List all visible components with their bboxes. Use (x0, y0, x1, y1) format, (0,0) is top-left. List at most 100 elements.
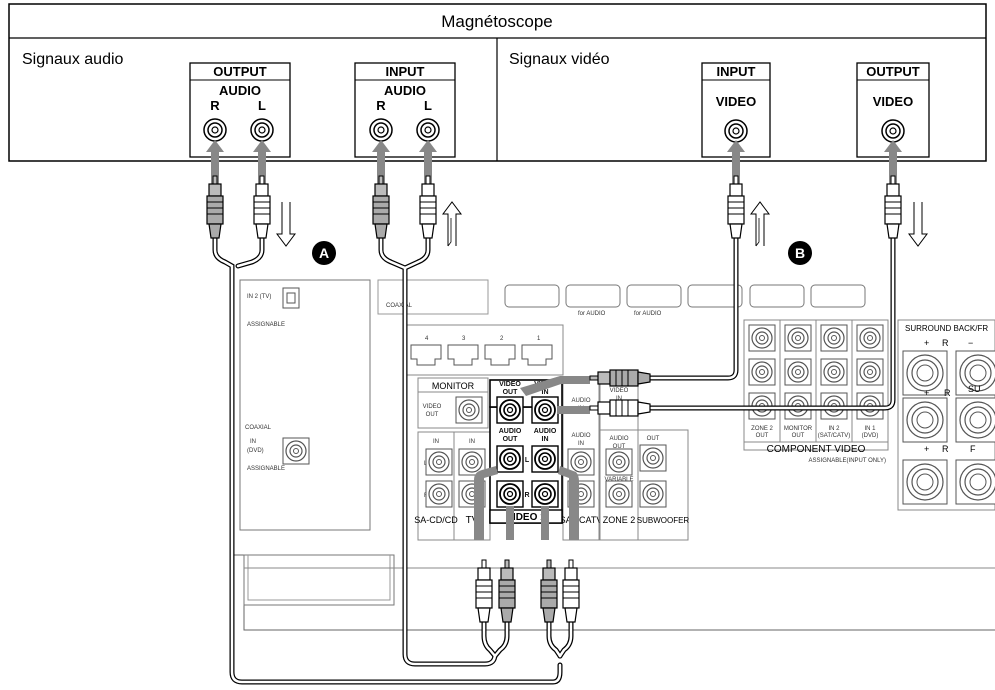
svg-text:ZONE 2: ZONE 2 (603, 515, 636, 525)
vcr-audio-out-r-jack (203, 118, 227, 142)
svg-text:COAXIAL: COAXIAL (386, 303, 413, 309)
svg-text:R: R (210, 98, 220, 113)
svg-text:AUDIO: AUDIO (571, 398, 590, 404)
svg-text:OUT: OUT (426, 412, 439, 418)
video-signals-label: Signaux vidéo (509, 51, 610, 68)
vcr-video-in-jack (724, 119, 748, 143)
svg-text:ASSIGNABLE: ASSIGNABLE (247, 466, 285, 472)
svg-text:OUT: OUT (756, 433, 769, 439)
svg-text:B: B (795, 245, 805, 261)
vcr-audio-in-r-jack (369, 118, 393, 142)
svg-text:IN: IN (433, 439, 439, 445)
svg-text:IN: IN (542, 436, 549, 443)
svg-text:(DVD): (DVD) (862, 433, 879, 439)
svg-text:IN: IN (578, 441, 584, 447)
svg-text:IN: IN (616, 396, 622, 402)
receiver-vcr-audio-out-l-jack (496, 445, 524, 473)
svg-text:4: 4 (425, 336, 429, 342)
svg-text:MONITOR: MONITOR (784, 426, 813, 432)
receiver-vcr-audio-in-l-jack (531, 445, 559, 473)
svg-text:SUBWOOFER: SUBWOOFER (637, 516, 690, 525)
svg-text:OUT: OUT (503, 436, 519, 443)
receiver-vcr-video-out-jack (496, 396, 524, 424)
vcr-video-out-jack (881, 119, 905, 143)
vcr-audio-out-l-jack (250, 118, 274, 142)
svg-text:L: L (424, 98, 432, 113)
receiver-vcr-video-in-jack (531, 396, 559, 424)
svg-text:VIDEO: VIDEO (610, 388, 629, 394)
svg-text:L: L (525, 457, 530, 464)
svg-text:IN: IN (542, 389, 549, 396)
vcr-plugs (206, 175, 902, 239)
svg-text:R: R (942, 338, 949, 348)
vcr-title: Magnétoscope (441, 12, 553, 31)
svg-text:−: − (968, 338, 973, 348)
receiver-audio-plugs (475, 559, 580, 623)
svg-text:R: R (524, 492, 529, 499)
svg-text:AUDIO: AUDIO (219, 83, 261, 98)
svg-text:IN 2 (TV): IN 2 (TV) (247, 294, 271, 300)
svg-text:ZONE 2: ZONE 2 (751, 426, 773, 432)
svg-text:COMPONENT VIDEO: COMPONENT VIDEO (767, 444, 866, 455)
svg-text:TV: TV (466, 515, 479, 526)
svg-text:OUT: OUT (792, 433, 805, 439)
svg-text:VIDEO: VIDEO (423, 404, 442, 410)
svg-text:F: F (970, 444, 976, 454)
svg-text:+: + (924, 444, 929, 454)
receiver-connection-arrows (474, 376, 590, 540)
svg-text:IN 2: IN 2 (828, 426, 840, 432)
svg-text:SU: SU (968, 384, 981, 394)
svg-text:3: 3 (462, 336, 466, 342)
svg-text:R: R (942, 444, 949, 454)
svg-text:AUDIO: AUDIO (571, 433, 590, 439)
svg-text:AUDIO: AUDIO (384, 83, 426, 98)
svg-text:IN: IN (250, 439, 256, 445)
svg-text:VARIABLE: VARIABLE (605, 477, 634, 483)
svg-text:OUTPUT: OUTPUT (866, 64, 920, 79)
svg-text:SA-CD/CD: SA-CD/CD (414, 515, 458, 525)
vcr-connection-arrows (206, 140, 902, 185)
svg-text:for AUDIO: for AUDIO (578, 311, 606, 317)
receiver-vcr-audio-in-r-jack (531, 480, 559, 508)
svg-text:VIDEO: VIDEO (716, 94, 756, 109)
svg-text:2: 2 (500, 336, 504, 342)
svg-text:L: L (258, 98, 266, 113)
svg-text:AUDIO: AUDIO (499, 428, 522, 435)
vcr-audio-in-l-jack (416, 118, 440, 142)
svg-text:(DVD): (DVD) (247, 448, 264, 454)
receiver-rear-panel: IN 2 (TV) ASSIGNABLE COAXIAL IN (DVD) AS… (231, 279, 995, 631)
vcr-audio-output-box: OUTPUT AUDIO R L (189, 62, 291, 158)
svg-text:INPUT: INPUT (386, 64, 425, 79)
svg-text:R: R (376, 98, 386, 113)
svg-text:VIDEO 1: VIDEO 1 (506, 512, 546, 523)
svg-text:IN 1: IN 1 (864, 426, 876, 432)
svg-text:1: 1 (537, 336, 541, 342)
svg-text:R: R (944, 388, 951, 398)
svg-text:for AUDIO: for AUDIO (634, 311, 662, 317)
svg-text:COAXIAL: COAXIAL (245, 425, 272, 431)
vcr-audio-input-box: INPUT AUDIO R L (354, 62, 456, 158)
svg-text:AUDIO: AUDIO (609, 436, 628, 442)
svg-text:VIDEO: VIDEO (499, 381, 521, 388)
marker-b: B (788, 241, 812, 265)
svg-text:+: + (924, 388, 929, 398)
svg-text:INPUT: INPUT (717, 64, 756, 79)
audio-signals-label: Signaux audio (22, 51, 124, 68)
svg-text:SAT/CATV: SAT/CATV (560, 515, 603, 525)
svg-text:SURROUND BACK/FR: SURROUND BACK/FR (905, 324, 988, 333)
svg-text:(SAT/CATV): (SAT/CATV) (818, 433, 850, 439)
svg-text:OUT: OUT (647, 436, 660, 442)
svg-text:MONITOR: MONITOR (432, 381, 475, 391)
svg-text:OUTPUT: OUTPUT (213, 64, 267, 79)
svg-text:VIDEO: VIDEO (873, 94, 913, 109)
svg-text:OUT: OUT (613, 444, 626, 450)
svg-text:AUDIO: AUDIO (534, 428, 557, 435)
svg-text:+: + (924, 338, 929, 348)
svg-text:OUT: OUT (503, 389, 519, 396)
svg-text:IN: IN (469, 439, 475, 445)
svg-text:ASSIGNABLE(INPUT ONLY): ASSIGNABLE(INPUT ONLY) (809, 458, 886, 464)
svg-text:ASSIGNABLE: ASSIGNABLE (247, 322, 285, 328)
marker-a: A (312, 241, 336, 265)
svg-text:A: A (319, 245, 329, 261)
